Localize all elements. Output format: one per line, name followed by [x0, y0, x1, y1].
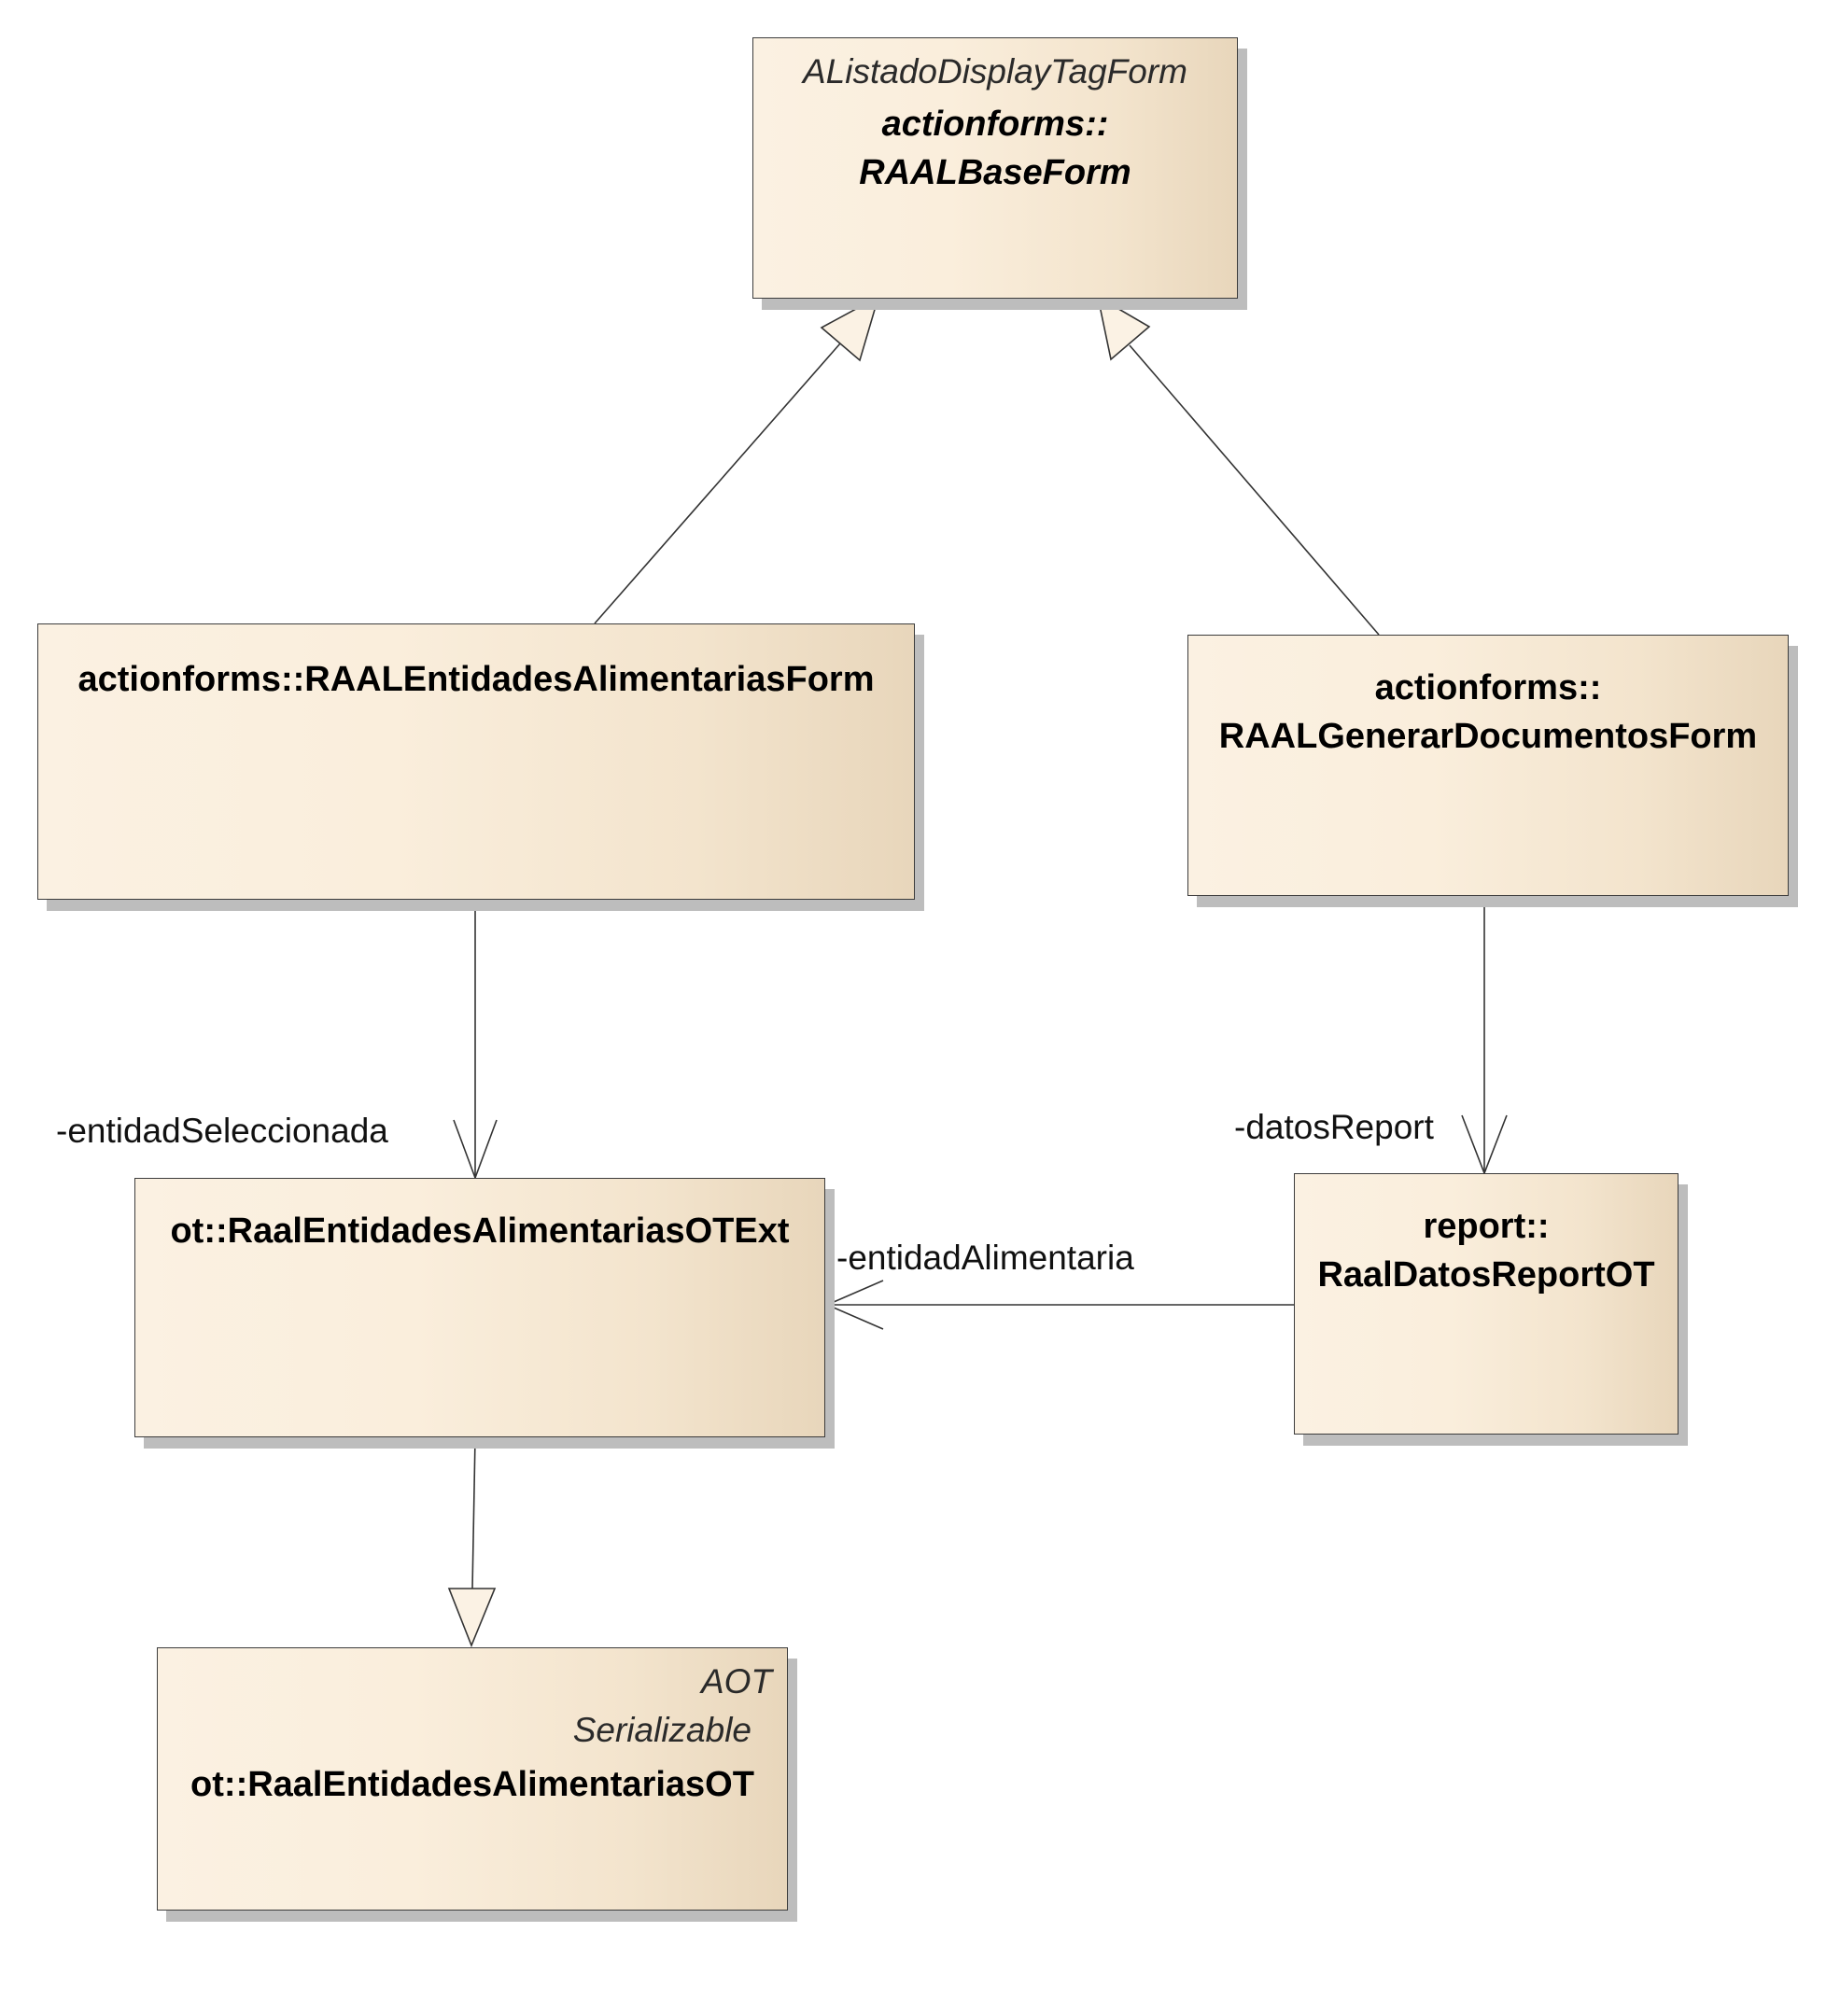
class-name-line2: RAALGenerarDocumentosForm: [1218, 717, 1758, 756]
class-box-raal-entidades-alimentarias-ot[interactable]: AOT Serializable ot::RaalEntidadesAlimen…: [157, 1647, 788, 1911]
association-arrowhead-entidad-alimentaria: [824, 1280, 884, 1330]
stereotype-aot: AOT: [700, 1662, 772, 1701]
class-box-raal-entidades-alimentarias-otext[interactable]: ot::RaalEntidadesAlimentariasOTExt: [134, 1178, 825, 1437]
role-label-entidad-seleccionada: -entidadSeleccionada: [56, 1112, 388, 1150]
generalization-line-otext: [471, 1436, 476, 1589]
generalization-line-entidades-form: [594, 343, 841, 624]
class-name-line1: report::: [1423, 1207, 1550, 1246]
class-name-line1: actionforms::: [1374, 668, 1602, 707]
class-box-raal-base-form[interactable]: AListadoDisplayTagForm actionforms:: RAA…: [752, 37, 1238, 299]
class-box-raal-entidades-alimentarias-form[interactable]: actionforms::RAALEntidadesAlimentariasFo…: [37, 623, 915, 900]
class-box-raal-generar-documentos-form[interactable]: actionforms:: RAALGenerarDocumentosForm: [1187, 635, 1789, 896]
class-box-raal-datos-report-ot[interactable]: report:: RaalDatosReportOT: [1294, 1173, 1679, 1435]
class-name: actionforms::RAALEntidadesAlimentariasFo…: [77, 660, 875, 699]
class-name: ot::RaalEntidadesAlimentariasOT: [190, 1765, 754, 1804]
generalization-arrowhead-bottom: [447, 1588, 497, 1648]
role-label-entidad-alimentaria: -entidadAlimentaria: [836, 1239, 1134, 1277]
stereotype-serializable: Serializable: [572, 1711, 751, 1749]
generalization-line-generar-form: [1129, 344, 1380, 636]
class-name: ot::RaalEntidadesAlimentariasOTExt: [170, 1211, 790, 1251]
generalization-arrowhead-right: [1096, 295, 1151, 361]
class-name-line2: RAALBaseForm: [859, 153, 1131, 192]
class-name-line1: actionforms::: [881, 105, 1109, 144]
class-name-line2: RaalDatosReportOT: [1317, 1255, 1655, 1295]
stereotype-alistado-display-tag-form: AListadoDisplayTagForm: [803, 52, 1187, 91]
role-label-datos-report: -datosReport: [1234, 1108, 1434, 1146]
generalization-arrowhead-left: [820, 295, 880, 362]
